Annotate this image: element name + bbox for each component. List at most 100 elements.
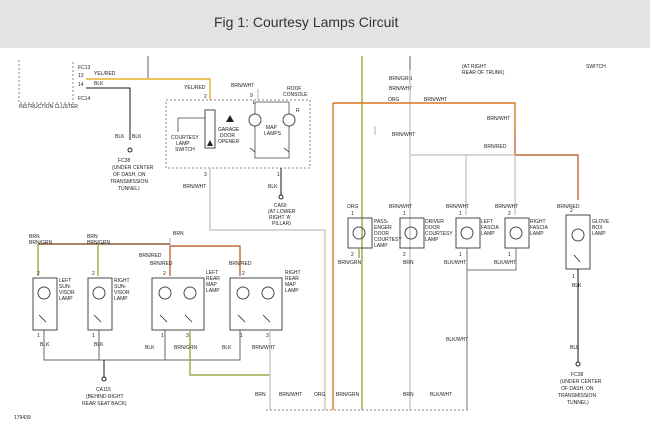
- map-lamp-right-bulb-icon: [282, 113, 296, 127]
- lamp-right-rear-map-wire-blk: BLK: [222, 345, 232, 351]
- lamp-left-rear-map-pin-top: 2: [163, 271, 166, 277]
- cluster-pin-14: 14: [78, 82, 84, 88]
- lamp-driver-door-pin-bot: 2: [403, 252, 406, 258]
- trunk-note-line1: (AT RIGHT: [462, 64, 487, 70]
- ground-fc38-right-line5: TUNNEL): [567, 400, 589, 406]
- lamp-passenger-door-pin-top: 1: [351, 211, 354, 217]
- ground-ca50-line3: RIGHT 'A': [269, 215, 291, 221]
- lamp-right-rear-map-name-3: MAP: [285, 282, 297, 288]
- lamp-right-rear-map: 2 BRN/RED 1 3 BLK BRN/WHT RIGHT REAR MAP…: [222, 261, 301, 351]
- lamp-right-rear-map-wire-brn-wht: BRN/WHT: [252, 345, 275, 351]
- roof-pin-9: 9: [250, 93, 253, 99]
- lamp-right-rear-map-name-2: REAR: [285, 276, 299, 282]
- roof-wire-blk: BLK: [268, 184, 278, 190]
- garage-opener-label-1: GARAGE: [218, 127, 240, 133]
- cluster-wire-blk: BLK: [94, 81, 104, 87]
- roof-pin-3: 3: [204, 172, 207, 178]
- ground-ca50-line1: CA50: [274, 203, 287, 209]
- ground-fc38-right-line2: (UNDER CENTER: [560, 379, 602, 385]
- lamp-right-rear-map-pin-top: 2: [242, 271, 245, 277]
- lamp-right-visor-name-2: SUN-: [114, 284, 127, 290]
- lamp-left-rear-map-pin-1: 1: [161, 333, 164, 339]
- wire-label-brn-grn-top: BRN/GRN: [389, 76, 412, 82]
- lamp-left-rear-map-wire-top: BRN/RED: [150, 261, 173, 267]
- ground-ca115-terminal: [101, 376, 107, 382]
- lamp-glove-box-name-3: LAMP: [592, 231, 606, 237]
- wire-label-blk-right: BLK: [132, 134, 142, 140]
- lamp-left-visor-pin-top: 2: [37, 271, 40, 277]
- lamp-left-fascia-name-2: FASCIA: [481, 225, 499, 231]
- ground-fc38-right: FC38 (UNDER CENTER OF DASH, ON TRANSMISS…: [558, 361, 602, 406]
- lamp-left-visor-wire-top-b: BRN/GRN: [29, 240, 52, 246]
- lamp-right-visor-name-1: RIGHT: [114, 278, 130, 284]
- lamp-left-rear-map-pin-3: 3: [186, 333, 189, 339]
- instrument-cluster-label: INSTRUCTION CLUSTER: [19, 104, 78, 110]
- courtesy-switch-box: [204, 109, 216, 149]
- lamp-left-rear-map: 2 BRN/RED 1 3 BLK BRN/GRN LEFT REAR MAP …: [145, 261, 220, 351]
- map-lamps-label-2: LAMPS: [264, 131, 282, 137]
- lamp-left-rear-map-bulb-right-icon: [183, 286, 197, 300]
- roof-console-title-1: ROOF: [287, 86, 301, 92]
- wire-label-brn-wht-mid: BRN/WHT: [424, 97, 447, 103]
- wire-label-blk-left: BLK: [115, 134, 125, 140]
- lamp-passenger-door-name-3: DOOR: [374, 231, 389, 237]
- wire-label-blk-fc: BLK: [570, 345, 580, 351]
- lamp-right-visor: 2 1 BLK RIGHT SUN- VISOR LAMP: [87, 271, 130, 348]
- lamp-left-fascia: 1 BRN/WHT 1 BLK/WHT LEFT FASCIA LAMP: [444, 204, 499, 266]
- roof-console: ROOF CONSOLE YEL/RED 2 BRN/WHT 9 3 BRN/W…: [165, 83, 311, 190]
- lamp-right-rear-map-pin-3: 3: [266, 333, 269, 339]
- lamp-driver-door-wire-bot: BRN: [403, 260, 414, 266]
- lamp-right-visor-pin-bot: 1: [92, 333, 95, 339]
- lamp-passenger-door-pin-bot: 2: [351, 252, 354, 258]
- lamp-right-rear-map-box: [229, 277, 283, 331]
- map-lamp-r: R: [296, 108, 300, 114]
- wire-brn-wht-roof: [209, 168, 326, 410]
- ground-fc38-top-line3: OF DASH, ON: [113, 172, 146, 178]
- lamp-passenger-door-name-1: PASS-: [374, 219, 389, 225]
- lamp-left-fascia-pin-top: 1: [459, 211, 462, 217]
- bottom-label-brn-wht: BRN/WHT: [279, 392, 302, 398]
- courtesy-switch-label-1: COURTESY: [171, 135, 199, 141]
- ground-ca115: CA115 (BEHIND RIGHT REAR SEAT BACK): [82, 376, 127, 407]
- lamp-driver-door-wire-top: BRN/WHT: [389, 204, 412, 210]
- figure-title: Fig 1: Courtesy Lamps Circuit: [214, 14, 399, 30]
- bottom-label-blk-wht: BLK/WHT: [430, 392, 452, 398]
- lamp-left-rear-map-name-3: MAP: [206, 282, 218, 288]
- lamp-passenger-door-wire-top: ORG: [347, 204, 359, 210]
- ground-ca50: CA50 (AT LOWER RIGHT 'A' PILLAR): [268, 194, 296, 227]
- lamp-left-fascia-name-1: LEFT: [481, 219, 493, 225]
- lamp-left-rear-map-box: [151, 277, 205, 331]
- wire-yel-red-cluster: [86, 78, 211, 100]
- lamp-right-fascia-wire-bot: BLK/WHT: [494, 260, 516, 266]
- lamp-right-fascia-wire-top: BRN/WHT: [495, 204, 518, 210]
- lamp-right-rear-map-bulb-right-icon: [261, 286, 275, 300]
- ground-fc38-top: FC38 (UNDER CENTER OF DASH, ON TRANSMISS…: [110, 147, 154, 192]
- lamp-left-fascia-bulb-icon: [460, 226, 474, 240]
- lamp-glove-box-box: [565, 214, 591, 270]
- lamp-glove-box-pin-top: 2: [570, 208, 573, 214]
- figure-banner: Fig 1: Courtesy Lamps Circuit: [0, 0, 650, 48]
- map-lamps-label-1: MAP: [266, 125, 278, 131]
- lamp-left-fascia-wire-top: BRN/WHT: [446, 204, 469, 210]
- trunk-note-line2: REAR OF TRUNK): [462, 70, 505, 76]
- lamp-glove-box-bulb-icon: [571, 228, 585, 242]
- lamp-driver-door-bulb-icon: [404, 226, 418, 240]
- wire-blk-cluster: [86, 87, 131, 140]
- lamp-glove-box-pin-bot: 1: [572, 274, 575, 280]
- roof-wire-brn-wht: BRN/WHT: [231, 83, 254, 89]
- roof-console-title-2: CONSOLE: [283, 92, 308, 98]
- roof-pin-1: 1: [277, 172, 280, 178]
- lamp-left-rear-map-bulb-left-icon: [158, 286, 172, 300]
- lamp-left-visor-bulb-icon: [37, 286, 51, 300]
- lamp-left-rear-map-wire-brn-grn: BRN/GRN: [174, 345, 197, 351]
- wire-label-brn-wht-right: BRN/WHT: [487, 116, 510, 122]
- bottom-label-brn-2: BRN: [403, 392, 414, 398]
- lamp-right-visor-name-4: LAMP: [114, 296, 128, 302]
- lamp-right-fascia-name-1: RIGHT: [530, 219, 546, 225]
- courtesy-switch-label-3: SWITCH: [175, 147, 195, 153]
- lamp-left-visor-name-1: LEFT: [59, 278, 71, 284]
- ground-fc38-right-terminal: [575, 361, 581, 367]
- lamp-glove-box: 2 BRN/RED 1 BLK GLOVE BOX LAMP: [557, 204, 610, 289]
- lamp-passenger-door-name-4: COURTESY: [374, 237, 402, 243]
- ground-ca115-line1: CA115: [96, 387, 111, 393]
